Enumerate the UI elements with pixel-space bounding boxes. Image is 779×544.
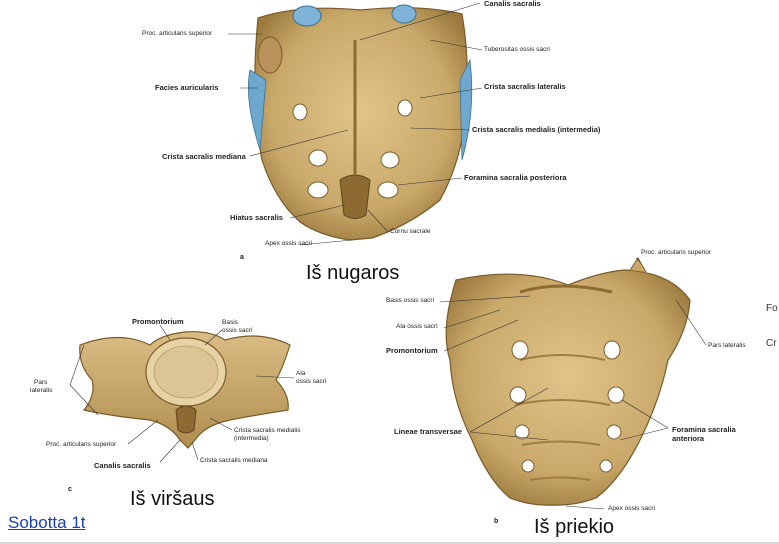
right-edge-fragment-cr: Cr (766, 338, 777, 349)
figure-letter-a: a (240, 254, 244, 261)
label-lineae-transversae: Lineae transversae (394, 427, 462, 436)
label-basis-b: Basis ossis sacri (386, 297, 435, 304)
label-pars-c-line2: lateralis (30, 387, 53, 394)
label-crista-medialis-a: Crista sacralis medialis (intermedia) (472, 125, 601, 134)
label-proc-articularis-c: Proc. articularis superior (46, 441, 117, 448)
label-canalis-c: Canalis sacralis (94, 461, 151, 470)
label-canalis-sacralis-a: Canalis sacralis (484, 0, 541, 8)
label-crista-mediana-c: Crista sacralis mediana (200, 457, 268, 464)
sacrum-anterior-illustration (439, 257, 707, 510)
sacrum-posterior-illustration (228, 2, 483, 246)
label-basis-c-line1: Basis (222, 319, 238, 326)
label-apex-a: Apex ossis sacri (265, 240, 312, 247)
sacrum-superior-illustration (69, 324, 295, 463)
label-basis-c-line2: ossis sacri (222, 327, 253, 334)
label-promontorium-c: Promontorium (132, 317, 184, 326)
figure-letter-b: b (494, 518, 499, 525)
caption-anterior: Iš priekio (534, 516, 615, 538)
label-cornu-sacrale: Cornu sacrale (390, 228, 431, 235)
source-link[interactable]: Sobotta 1t (8, 513, 86, 532)
label-pars-c-line1: Pars (34, 379, 48, 386)
label-crista-mediana-a: Crista sacralis mediana (162, 152, 246, 161)
label-pars-lateralis-b: Pars lateralis (708, 342, 746, 349)
label-crista-medialis-c-line1: Crista sacralis medialis (234, 427, 301, 434)
label-proc-articularis-superior-a: Proc. articularis superior (142, 30, 213, 37)
right-edge-fragment-fo: Fo (766, 303, 778, 314)
label-facies-auricularis: Facies auricularis (155, 83, 219, 92)
bottom-divider (0, 542, 779, 544)
label-foramina-posteriora: Foramina sacralia posteriora (464, 173, 567, 182)
label-ala-c-line2: ossis sacri (296, 378, 327, 385)
caption-posterior: Iš nugaros (306, 262, 400, 284)
label-hiatus-sacralis: Hiatus sacralis (230, 213, 283, 222)
label-ala-b: Ala ossis sacri (396, 323, 438, 330)
caption-superior: Iš viršaus (130, 488, 215, 510)
figure-letter-c: c (68, 486, 72, 493)
label-promontorium-b: Promontorium (386, 346, 438, 355)
label-foramina-anteriora-line1: Foramina sacralia (672, 425, 736, 434)
label-crista-medialis-c-line2: (intermedia) (234, 435, 269, 442)
label-foramina-anteriora-line2: anteriora (672, 434, 705, 443)
label-proc-articularis-b: Proc. articularis superior (641, 249, 712, 256)
label-crista-lateralis: Crista sacralis lateralis (484, 82, 566, 91)
label-apex-b: Apex ossis sacri (608, 505, 655, 512)
label-tuberositas: Tuberositas ossis sacri (484, 46, 550, 53)
label-ala-c-line1: Ala (296, 370, 306, 377)
